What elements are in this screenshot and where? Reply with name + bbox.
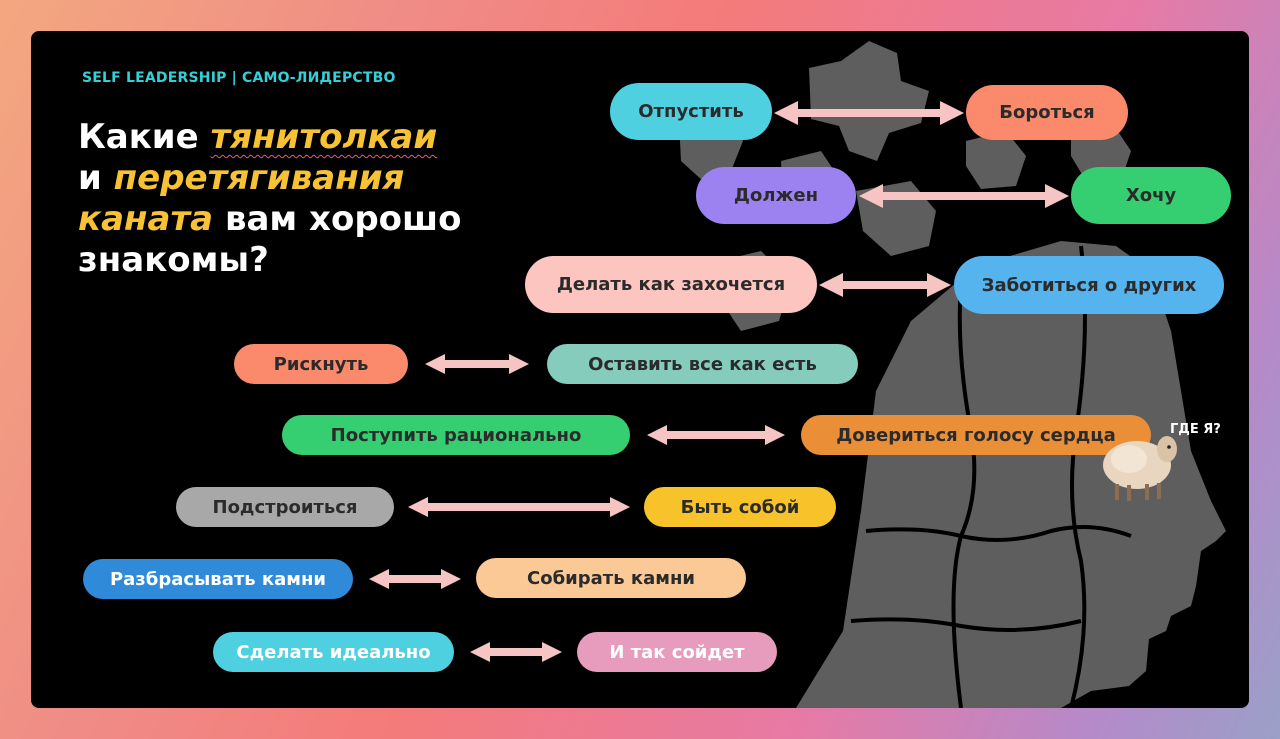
headline-highlight-3: каната [78,199,214,239]
double-arrow-1 [774,101,964,125]
pill-right-7: Собирать камни [476,558,746,598]
headline: Какие тянитолкаи и перетягивания каната … [78,117,518,281]
pill-right-8: И так сойдет [577,632,777,672]
pill-right-4: Оставить все как есть [547,344,858,384]
headline-part1: Какие [78,117,211,157]
section-tag: SELF LEADERSHIP | САМО-ЛИДЕРСТВО [82,70,396,86]
sheep-sticker [1103,436,1177,501]
pill-right-6: Быть собой [644,487,836,527]
double-arrow-6 [408,497,630,517]
pill-right-2: Хочу [1071,167,1231,224]
headline-highlight-2: перетягивания [113,158,405,198]
pill-left-3: Делать как захочется [525,256,817,313]
double-arrow-4 [425,354,529,374]
pill-left-6: Подстроиться [176,487,394,527]
double-arrow-7 [369,569,461,589]
pill-right-1: Бороться [966,85,1128,140]
double-arrow-5 [647,425,785,445]
headline-highlight-1: тянитолкаи [210,117,438,157]
pill-left-8: Сделать идеально [213,632,454,672]
headline-part4: знакомы? [78,240,269,280]
double-arrow-8 [470,642,562,662]
double-arrow-2 [859,184,1069,208]
headline-part2: и [78,158,114,198]
slide: SELF LEADERSHIP | САМО-ЛИДЕРСТВО Какие т… [31,31,1249,708]
pill-left-4: Рискнуть [234,344,408,384]
pill-right-5: Довериться голосу сердца [801,415,1151,455]
sheep-caption: ГДЕ Я? [1170,422,1221,437]
pill-left-7: Разбрасывать камни [83,559,353,599]
pill-right-3: Заботиться о других [954,256,1224,314]
headline-part3: вам хорошо [213,199,462,239]
pill-left-2: Должен [696,167,856,224]
pill-left-1: Отпустить [610,83,772,140]
double-arrow-3 [819,273,951,297]
pill-left-5: Поступить рационально [282,415,630,455]
